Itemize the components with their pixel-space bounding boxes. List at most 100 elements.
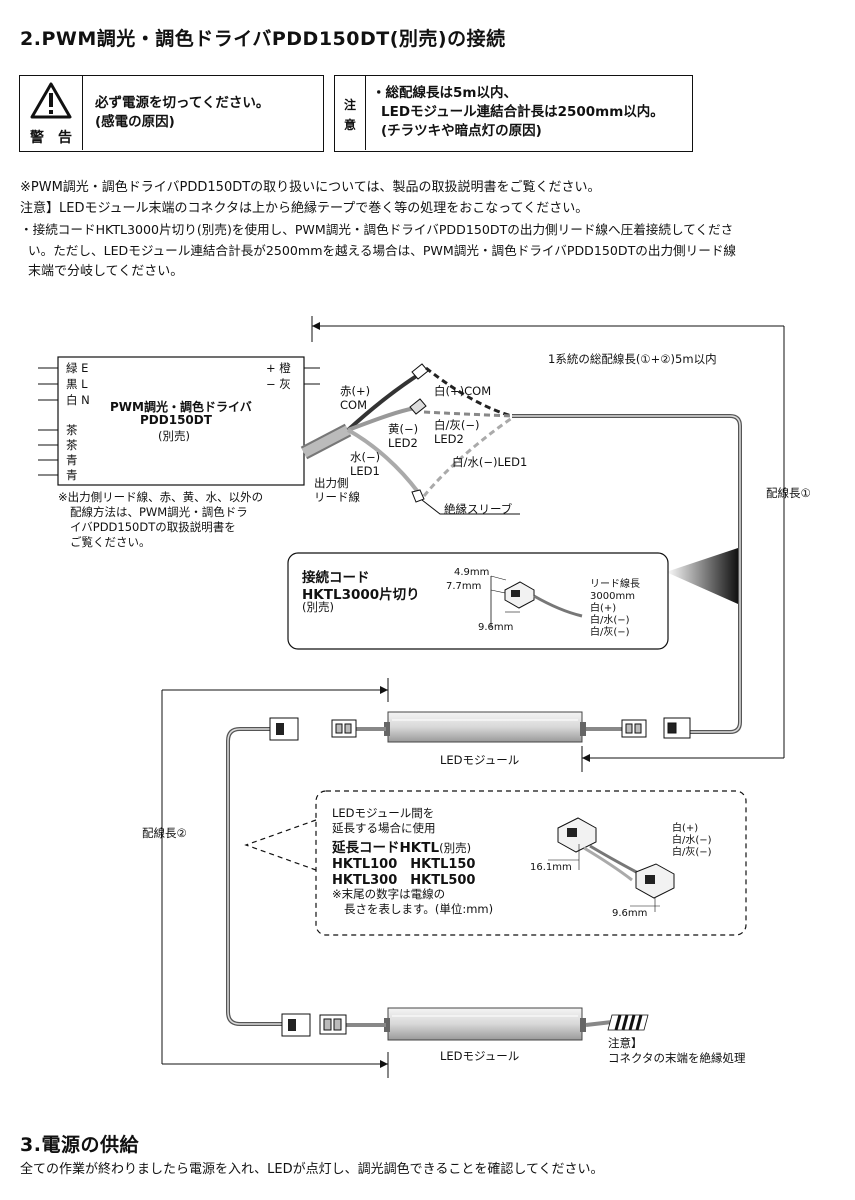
label-red-plus: 赤(+)	[340, 384, 371, 398]
label-blue-minus: 水(−)	[350, 450, 381, 464]
label-white-blue-led1: 白/水(−)LED1	[452, 455, 528, 469]
warning-box: 警 告 必ず電源を切ってください。 (感電の原因)	[19, 75, 324, 152]
label-yellow-minus: 黄(−)	[388, 422, 419, 436]
module-2-left-connector	[319, 1014, 347, 1035]
driver-title-2: PDD150DT	[140, 413, 212, 427]
caution-label-1: 注	[343, 98, 356, 112]
yellow-wire	[347, 406, 416, 432]
terminal-green-e: 緑 E	[66, 361, 89, 375]
ext-note-1: ※末尾の数字は電線の	[332, 887, 446, 901]
led-module-1	[384, 711, 586, 743]
driver-left-terminal-lines	[38, 367, 58, 476]
note-2: 注意】LEDモジュール末端のコネクタは上から絶縁テープで巻く等の処理をおこなって…	[20, 201, 589, 216]
connection-cord-box	[287, 552, 669, 650]
driver-box	[57, 356, 305, 486]
terminal-brown-1: 茶	[66, 423, 78, 437]
sleeve-connectors	[409, 363, 429, 503]
cord-callout-pointer	[666, 548, 738, 604]
extension-cord-between-modules	[226, 717, 311, 1037]
label-output-side: 出力側	[314, 476, 349, 490]
cord-title-2: HKTL3000片切り	[302, 587, 420, 603]
label-red-com: COM	[340, 398, 368, 412]
caution-label-cell: 注 意	[335, 76, 366, 150]
insulated-end-tape	[607, 1014, 649, 1031]
ext-dim-1: 16.1mm	[530, 862, 572, 873]
extension-cord-box	[315, 790, 747, 936]
warning-line-2: (感電の原因)	[95, 114, 175, 130]
note-1: ※PWM調光・調色ドライバPDD150DTの取り扱いについては、製品の取扱説明書…	[20, 180, 601, 195]
cord-title-3: (別売)	[302, 600, 334, 614]
extension-cord-graphic	[548, 817, 675, 912]
red-wire	[346, 373, 420, 432]
ext-wire-1: 白(+)	[672, 823, 699, 834]
label-white-gray-led2: LED2	[434, 432, 464, 446]
driver-footnote-3: イバPDD150DTの取扱説明書を	[70, 520, 236, 534]
cord-lead-4: 白/水(−)	[590, 615, 630, 626]
note-3: ・接続コードHKTL3000片切り(別売)を使用し、PWM調光・調色ドライバPD…	[20, 222, 734, 237]
label-white-com: 白(+)COM	[434, 384, 492, 398]
extension-callout-pointer	[244, 819, 317, 871]
terminal-blue-1: 青	[66, 453, 78, 467]
label-yellow-led2: LED2	[388, 436, 418, 450]
label-insulation-sleeve: 絶縁スリーブ	[444, 502, 513, 516]
white-gray-dashed	[423, 410, 513, 418]
driver-right-terminal-lines	[304, 367, 320, 385]
cord-dim-3: 9.6mm	[478, 622, 514, 633]
caution-line-3: (チラツキや暗点灯の原因)	[381, 123, 542, 139]
end-note-2: コネクタの末端を絶縁処理	[608, 1051, 746, 1065]
warning-triangle-icon	[30, 82, 72, 119]
note-4: い。ただし、LEDモジュール連結合計長が2500mmを越える場合は、PWM調光・…	[28, 243, 737, 258]
section3-title: 3.電源の供給	[20, 1134, 139, 1156]
blue-wire	[347, 428, 420, 494]
driver-title-3: (別売)	[158, 429, 190, 443]
cord-lead-1: リード線長	[590, 579, 640, 590]
ext-line-2: 延長する場合に使用	[332, 821, 436, 835]
led-module-2-label: LEDモジュール	[440, 1049, 520, 1063]
cord-dim-1: 4.9mm	[454, 567, 490, 578]
ext-title: 延長コードHKTL	[332, 840, 440, 856]
white-blue-dashed	[422, 416, 513, 497]
end-note-1: 注意】	[608, 1036, 643, 1050]
driver-footnote-1: ※出力側リード線、赤、黄、水、以外の	[58, 490, 264, 504]
module-1-right-connector	[621, 717, 691, 739]
total-length-label: 1系統の総配線長(①+②)5m以内	[548, 352, 717, 366]
module-1-left-connector	[331, 719, 357, 738]
terminal-black-l: 黒 L	[66, 377, 88, 391]
led-module-1-label: LEDモジュール	[440, 753, 520, 767]
driver-title-1: PWM調光・調色ドライバ	[110, 400, 252, 414]
caution-box: 注 意 ・総配線長は5m以内、 LEDモジュール連結合計長は2500mm以内。 …	[334, 75, 693, 152]
cord-title-1: 接続コード	[302, 570, 370, 586]
terminal-plus-orange: + 橙	[266, 361, 291, 375]
white-com-dashed	[425, 366, 513, 418]
warning-label: 警 告	[30, 130, 72, 146]
ext-title-suffix: (別売)	[439, 841, 472, 855]
label-blue-led1: LED1	[350, 464, 380, 478]
wiring-length-1-label: 配線長①	[766, 486, 811, 500]
ext-wire-3: 白/灰(−)	[672, 847, 712, 858]
ext-note-2: 長さを表します。(単位:mm)	[344, 902, 494, 916]
ext-models-2: HKTL300 HKTL500	[332, 873, 476, 888]
terminal-minus-gray: − 灰	[266, 377, 291, 391]
wiring-length-2-label: 配線長②	[142, 826, 187, 840]
note-5: 末端で分岐してください。	[28, 264, 184, 279]
label-lead-wire: リード線	[314, 490, 360, 504]
ext-dim-2: 9.6mm	[612, 908, 648, 919]
ext-title-row: 延長コードHKTL(別売)	[332, 836, 471, 856]
terminal-white-n: 白 N	[66, 393, 90, 407]
ext-wire-2: 白/水(−)	[672, 835, 712, 846]
cord-lead-5: 白/灰(−)	[590, 627, 630, 638]
cord-dim-2: 7.7mm	[446, 581, 482, 592]
ext-line-1: LEDモジュール間を	[332, 806, 435, 820]
terminal-blue-2: 青	[66, 468, 78, 482]
warning-line-1: 必ず電源を切ってください。	[95, 95, 270, 111]
sleeve-pointer	[421, 499, 520, 515]
warning-label-cell: 警 告	[20, 76, 83, 150]
label-white-gray: 白/灰(−)	[434, 418, 480, 432]
driver-footnote-4: ご覧ください。	[70, 535, 151, 549]
caution-label-2: 意	[343, 118, 356, 132]
ext-models-1: HKTL100 HKTL150	[332, 857, 476, 872]
terminal-brown-2: 茶	[66, 438, 78, 452]
section3-body: 全ての作業が終わりましたら電源を入れ、LEDが点灯し、調光調色できることを確認し…	[20, 1162, 604, 1177]
driver-footnote-2: 配線方法は、PWM調光・調色ドラ	[70, 505, 248, 519]
